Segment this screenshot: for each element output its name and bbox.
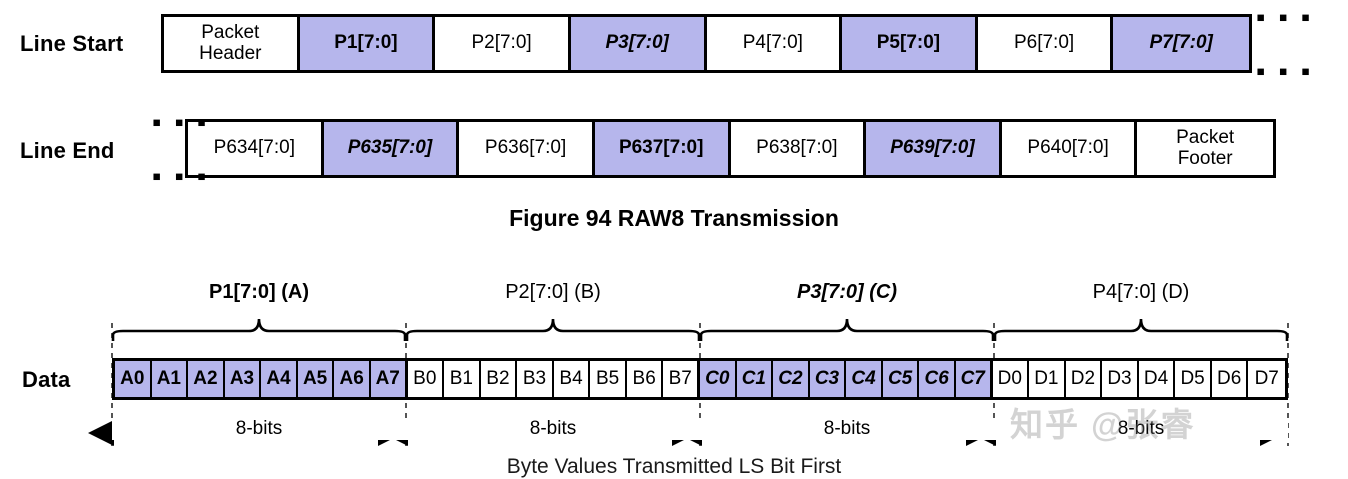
data-bit-cell: B4 [553,361,591,397]
data-bit-cell: A1 [151,361,189,397]
line-end-cell: P640[7:0] [1001,122,1138,175]
data-bit-cell: D0 [992,361,1030,397]
data-bit-cell: A0 [115,361,152,397]
line-start-label: Line Start [20,31,124,56]
group-brace [405,318,701,341]
data-bit-cell: B5 [590,361,627,397]
line-start-cell: P6[7:0] [977,17,1114,70]
data-bit-cell: A2 [188,361,225,397]
data-bit-cell: D1 [1029,361,1066,397]
group-brace [699,318,995,341]
footer-note: Byte Values Transmitted LS Bit First [506,455,842,478]
measure-label: 8-bits [994,418,1288,440]
line-end-cell: P638[7:0] [730,122,867,175]
data-bit-cell: C5 [882,361,920,397]
line-start-cell: P2[7:0] [435,17,571,70]
line-end-packet-strip: P634[7:0]P635[7:0]P636[7:0]P637[7:0]P638… [185,119,1276,178]
data-bit-cell: A3 [224,361,262,397]
line-start-cell: P1[7:0] [299,17,436,70]
line-end-cell: Packet Footer [1137,122,1273,175]
group-label: P3[7:0] (C) [796,281,897,303]
data-bit-cell: B3 [517,361,554,397]
data-bit-cell: C2 [773,361,810,397]
data-bit-cell: D4 [1138,361,1176,397]
data-bit-cell: B2 [480,361,518,397]
group-brace [993,318,1289,341]
data-bit-cell: A4 [261,361,298,397]
measure-label: 8-bits [112,418,406,440]
data-bit-cell: C4 [846,361,883,397]
group-label: P2[7:0] (B) [505,281,601,303]
data-bit-cell: C0 [700,361,737,397]
data-bit-cell: C6 [919,361,956,397]
group-label: P4[7:0] (D) [1092,281,1190,303]
line-end-cell: P639[7:0] [866,122,1002,175]
watermark: 知乎 @张睿 [1010,406,1196,443]
measure-label: 8-bits [406,418,700,440]
line-end-label: Line End [20,138,115,163]
data-row-label: Data [22,367,71,392]
data-bit-cell: D6 [1211,361,1249,397]
line-start-cell: P5[7:0] [842,17,978,70]
data-bit-cell: C3 [809,361,847,397]
data-bit-cell: C7 [955,361,993,397]
line-end-cell: P635[7:0] [323,122,460,175]
data-bit-cell: A6 [334,361,371,397]
data-bit-cell: B0 [407,361,445,397]
line-start-cell: P4[7:0] [706,17,843,70]
line-end-continuation-dashes-bottom: ▪ ▪ ▪ [152,161,210,191]
figure-caption: Figure 94 RAW8 Transmission [509,205,839,231]
data-bit-cell: D3 [1102,361,1139,397]
group-brace [111,318,407,341]
data-bit-cell: D5 [1175,361,1212,397]
line-end-continuation-dashes-top: ▪ ▪ ▪ [152,107,210,137]
data-bit-cell: B6 [626,361,664,397]
line-start-cell: P3[7:0] [570,17,707,70]
line-end-cell: P637[7:0] [594,122,731,175]
line-start-continuation-dashes-bottom: ▪ ▪ ▪ [1256,56,1314,86]
data-bit-cell: A5 [297,361,335,397]
line-start-cell: Packet Header [164,17,300,70]
data-bit-cell: A7 [370,361,408,397]
line-start-cell: P7[7:0] [1113,17,1249,70]
measure-label: 8-bits [700,418,994,440]
data-bit-cell: C1 [736,361,774,397]
line-start-continuation-dashes-top: ▪ ▪ ▪ [1256,2,1314,32]
data-bit-cell: D2 [1065,361,1103,397]
data-bit-cell: D7 [1248,361,1285,397]
group-label: P1[7:0] (A) [208,281,309,303]
line-end-cell: P636[7:0] [459,122,595,175]
data-bit-cell: B1 [444,361,481,397]
line-end-cell: P634[7:0] [188,122,324,175]
data-bit-cell: B7 [663,361,700,397]
